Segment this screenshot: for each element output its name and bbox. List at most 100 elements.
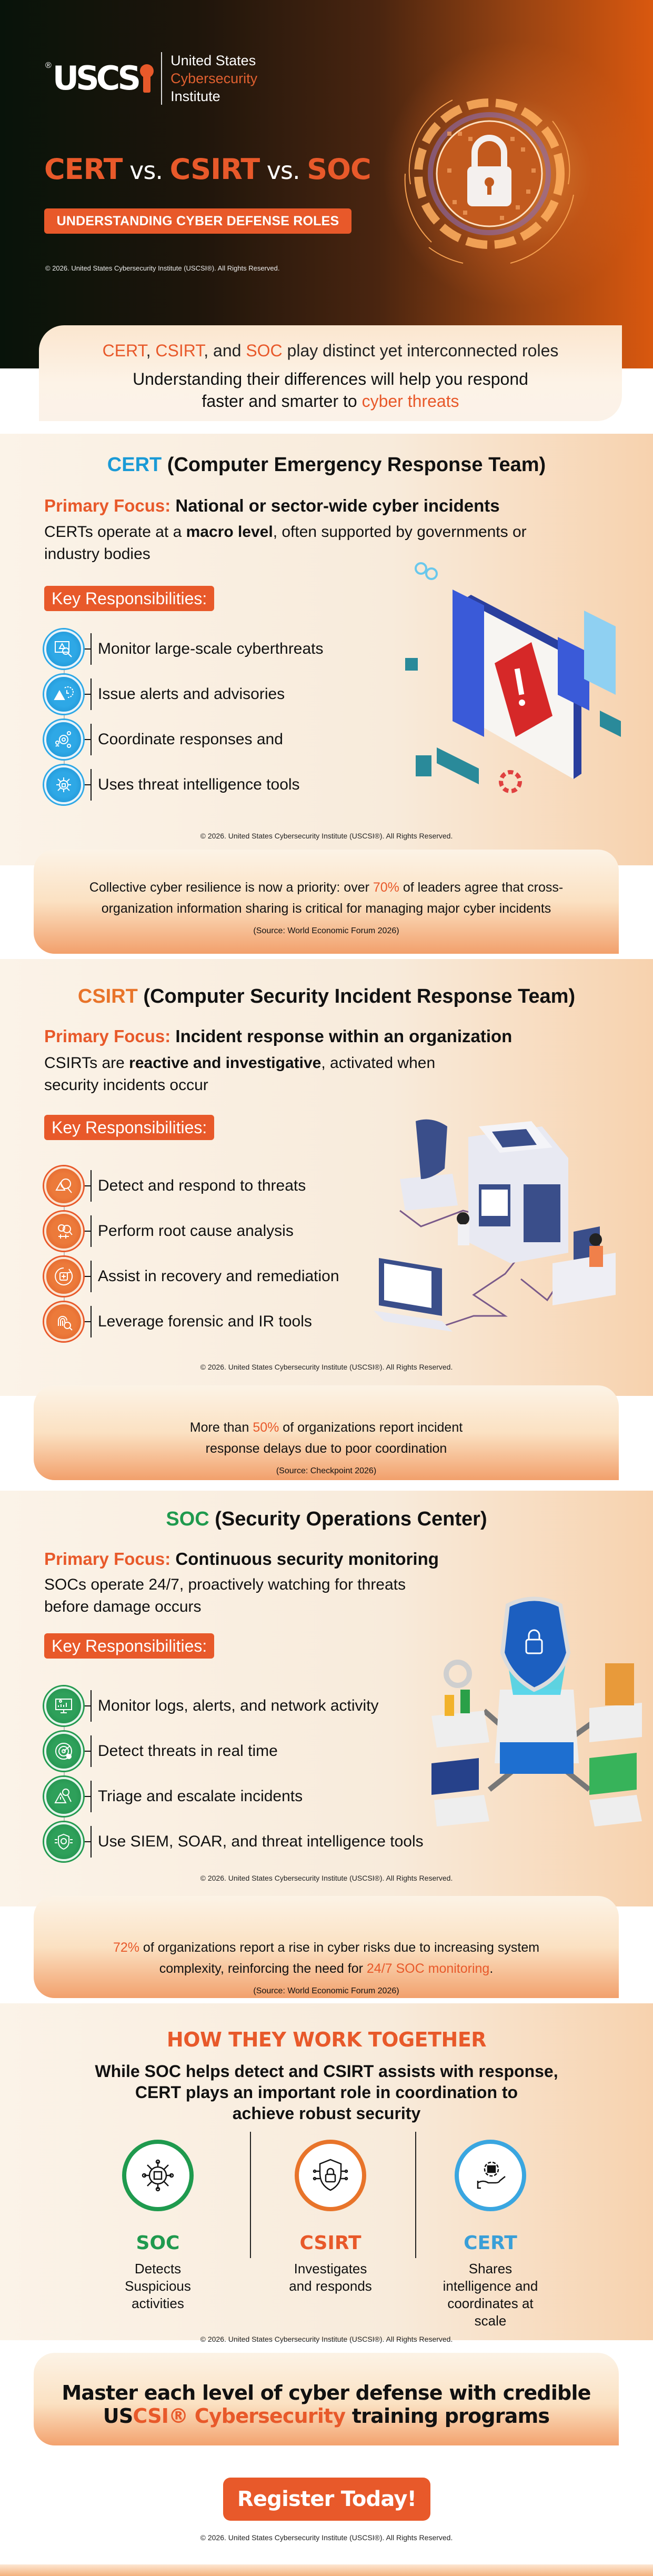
csirt-focus: Primary Focus: Incident response within …: [44, 1026, 512, 1046]
cta-card: Master each level of cyber defense with …: [34, 2353, 619, 2445]
together-soc: SOC Detects Suspicious activities: [74, 2140, 242, 2312]
stat-highlight: 70%: [373, 880, 399, 895]
recovery-icon: [44, 1257, 83, 1296]
item-text: Monitor large-scale cyberthreats: [98, 640, 324, 657]
list-item: Monitor logs, alerts, and network activi…: [44, 1683, 424, 1729]
csirt-responsibilities: Detect and respond to threats Perform ro…: [44, 1163, 339, 1344]
focus-text: Incident response within an organization: [170, 1026, 513, 1046]
soc-responsibilities: Monitor logs, alerts, and network activi…: [44, 1683, 424, 1864]
hero-banner: ® USCS United States Cybersecurity Insti…: [0, 0, 653, 368]
logo-mark: USCS: [52, 59, 141, 97]
triage-icon: [44, 1777, 83, 1816]
item-text: Detect and respond to threats: [98, 1177, 306, 1194]
subtitle-line: CERT plays an important role in coordina…: [135, 2083, 518, 2102]
shield-network-illustration: [421, 1590, 642, 1837]
monitor-chart-icon: [44, 1686, 83, 1725]
csirt-description: CSIRTs are reactive and investigative, a…: [44, 1052, 444, 1096]
soc-full: (Security Operations Center): [209, 1508, 487, 1530]
connector-bar: [91, 1826, 92, 1858]
shield-lock-circuit-icon: [295, 2140, 366, 2211]
item-text: Detect threats in real time: [98, 1742, 278, 1760]
stat-post: of organizations report a rise in cyber …: [139, 1940, 540, 1976]
connector-bar: [91, 1735, 92, 1767]
stat-text: Collective cyber resilience is now a pri…: [34, 877, 619, 919]
csirt-full: (Computer Security Incident Response Tea…: [137, 985, 576, 1007]
root-cause-analysis-icon: [44, 1212, 83, 1251]
subtitle-line: While SOC helps detect and CSIRT assists…: [95, 2062, 558, 2081]
connector-bar: [91, 633, 92, 665]
item-text: Monitor logs, alerts, and network activi…: [98, 1697, 379, 1714]
list-item: Leverage forensic and IR tools: [44, 1299, 339, 1344]
stat-post: of organizations report incident respons…: [205, 1420, 463, 1456]
key-responsibilities-label: Key Responsibilities:: [44, 1115, 215, 1140]
cert-focus: Primary Focus: National or sector-wide c…: [44, 496, 500, 516]
soc-title: SOC (Security Operations Center): [0, 1508, 653, 1531]
column-name: CSIRT: [299, 2232, 361, 2254]
radar-icon: [44, 1732, 83, 1771]
key-responsibilities-label: Key Responsibilities:: [44, 1633, 215, 1659]
stat-card: 72% of organizations report a rise in cy…: [34, 1896, 619, 1998]
connector: [83, 1321, 91, 1322]
title-cert: CERT: [44, 153, 123, 186]
register-button[interactable]: Register Today!: [223, 2478, 430, 2521]
cert-title: CERT (Computer Emergency Response Team): [0, 454, 653, 476]
alert-clock-icon: [44, 675, 83, 714]
connector: [83, 739, 91, 740]
subtitle-badge: UNDERSTANDING CYBER DEFENSE ROLES: [44, 208, 351, 234]
connector-bar: [91, 1306, 92, 1337]
together-subtitle: While SOC helps detect and CSIRT assists…: [0, 2061, 653, 2124]
copyright: © 2026. United States Cybersecurity Inst…: [200, 832, 453, 840]
stat-text: More than 50% of organizations report in…: [34, 1417, 619, 1459]
intro-subtext: Understanding their differences will hel…: [39, 368, 622, 412]
logo-line-1: United States: [170, 53, 256, 68]
key-responsibilities-label: Key Responsibilities:: [44, 586, 215, 611]
timeline-line: [64, 1704, 65, 1840]
item-text: Leverage forensic and IR tools: [98, 1313, 312, 1330]
soc-abbr: SOC: [166, 1508, 209, 1530]
logo-text: United States Cybersecurity Institute: [170, 52, 257, 105]
fingerprint-search-icon: [44, 1302, 83, 1341]
together-title: HOW THEY WORK TOGETHER: [166, 2028, 487, 2051]
title-csirt: CSIRT: [169, 153, 260, 186]
padlock-circuit-icon: [379, 63, 600, 284]
list-item: Uses threat intelligence tools: [44, 762, 324, 807]
soc-focus: Primary Focus: Continuous security monit…: [44, 1549, 439, 1569]
together-csirt: CSIRT Investigates and responds: [246, 2140, 415, 2295]
list-item: Detect threats in real time: [44, 1729, 424, 1774]
item-text: Uses threat intelligence tools: [98, 776, 300, 793]
cta-us: US: [103, 2404, 133, 2428]
connector-bar: [91, 1690, 92, 1722]
intro-csirt: CSIRT: [155, 341, 204, 360]
chip-circuit-icon: [122, 2140, 194, 2211]
monitor-alert-search-icon: [44, 630, 83, 668]
registered-mark: ®: [45, 61, 52, 70]
column-divider: [415, 2132, 416, 2258]
title-soc: SOC: [307, 153, 371, 186]
logo-line-2: Cybersecurity: [170, 71, 258, 86]
connector: [83, 694, 91, 695]
column-name: CERT: [464, 2232, 517, 2254]
copyright: © 2026. United States Cybersecurity Inst…: [200, 1363, 453, 1371]
stat-pre: More than: [189, 1420, 253, 1435]
list-item: Coordinate responses and: [44, 717, 324, 762]
connector: [83, 1841, 91, 1842]
cert-abbr: CERT: [107, 454, 162, 476]
subtitle-line: achieve robust security: [232, 2104, 421, 2123]
connector: [83, 1231, 91, 1232]
desc-c: , activated when security incidents occu…: [44, 1054, 436, 1094]
connector-bar: [91, 678, 92, 710]
column-desc: Investigates and responds: [289, 2261, 372, 2294]
stat-text: 72% of organizations report a rise in cy…: [34, 1937, 619, 1979]
column-name: SOC: [136, 2232, 180, 2254]
stat-post: of leaders agree that cross-organization…: [101, 880, 564, 916]
stat-highlight-2: 24/7 SOC monitoring: [366, 1961, 490, 1976]
connector-bar: [91, 1170, 92, 1202]
cert-responsibilities: Monitor large-scale cyberthreats Issue a…: [44, 626, 324, 807]
stat-card: More than 50% of organizations report in…: [34, 1385, 619, 1480]
desc-a: CERTs operate at a: [44, 523, 186, 541]
connector-bar: [91, 1261, 92, 1292]
network-lock-icon: [44, 765, 83, 804]
keyhole-icon: [140, 64, 154, 93]
bottom-bar: [0, 2564, 653, 2576]
intro-cert: CERT: [102, 341, 146, 360]
